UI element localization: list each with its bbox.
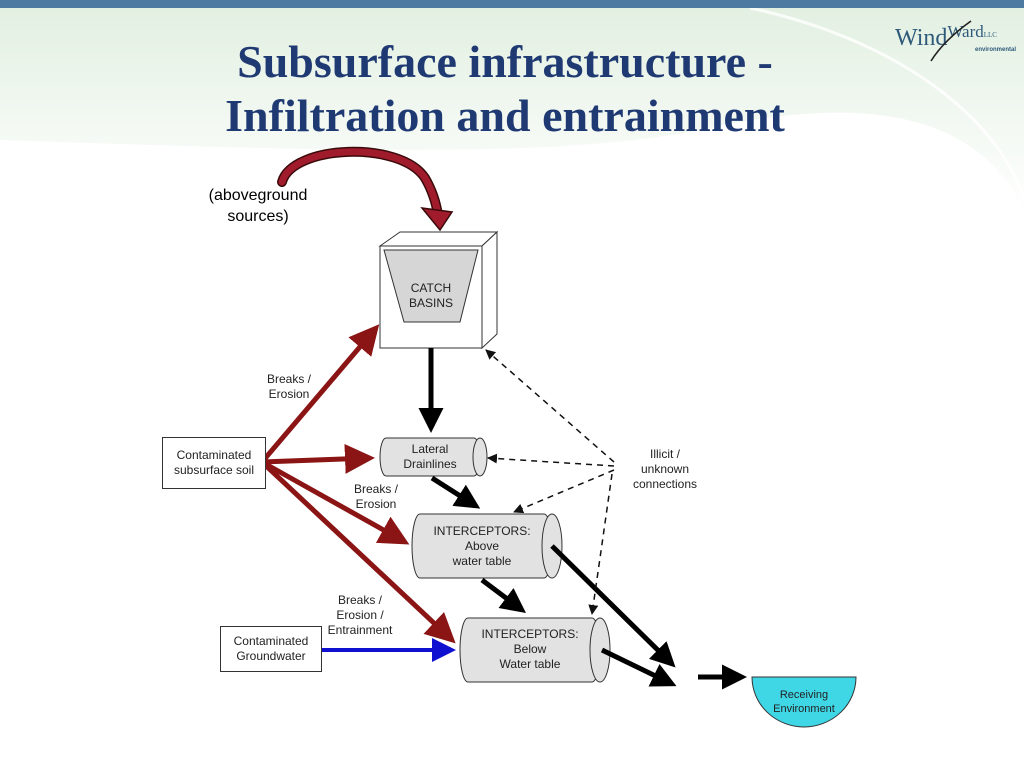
slide-title-line-1: Subsurface infrastructure - — [237, 36, 773, 87]
logo-subtitle: environmental — [975, 47, 1017, 53]
erosion-arrow-catch-basin — [260, 324, 380, 464]
interceptors-above-label: INTERCEPTORS: Above water table — [433, 524, 531, 568]
flow-arrow-above-to-below — [480, 578, 526, 613]
aboveground-inflow-arrow — [277, 146, 454, 232]
erosion-arrow-interceptor-below — [260, 460, 456, 644]
illicit-connection-arrows — [485, 349, 615, 615]
contaminated-groundwater-box: Contaminated Groundwater — [220, 626, 322, 672]
lateral-drainlines-label: Lateral Drainlines — [403, 442, 457, 471]
breaks-erosion-entrainment-label: Breaks / Erosion / Entrainment — [327, 593, 393, 637]
erosion-arrow-interceptor-above — [260, 459, 410, 545]
flow-arrow-above-to-outfall — [550, 544, 676, 668]
flow-arrows — [418, 348, 747, 690]
erosion-arrow-lateral — [261, 443, 375, 474]
breaks-erosion-label-1: Breaks / Erosion — [266, 372, 311, 401]
illicit-arrow-catch-basin — [485, 349, 615, 463]
slide-title-line-2: Infiltration and entrainment — [225, 90, 785, 141]
illicit-arrow-interceptor-above — [513, 469, 615, 514]
illicit-arrow-interceptor-below — [588, 473, 613, 615]
interceptors-below-pipe — [459, 617, 611, 683]
lateral-drainlines-pipe — [379, 437, 488, 477]
aboveground-sources-label: (aboveground sources) — [208, 187, 308, 225]
logo-word-wind: Wind — [895, 25, 948, 51]
catch-basin — [378, 230, 499, 350]
contaminated-soil-box: Contaminated subsurface soil — [162, 437, 266, 489]
windward-logo: WindWardLLC environmental — [895, 20, 1016, 62]
catch-basins-label: CATCH BASINS — [408, 281, 453, 310]
logo-word-ward: Ward — [947, 22, 984, 41]
logo-swoosh-icon — [930, 20, 972, 62]
illicit-arrow-lateral — [487, 453, 615, 467]
top-accent-bar — [0, 0, 1024, 8]
illicit-connections-label: Illicit / unknown connections — [632, 447, 698, 491]
receiving-environment-label: Receiving Environment — [773, 689, 835, 715]
logo-llc: LLC — [983, 31, 997, 39]
breaks-erosion-label-2: Breaks / Erosion — [353, 482, 398, 511]
flow-arrow-lateral-to-above — [430, 475, 481, 509]
interceptors-below-label: INTERCEPTORS: Below Water table — [481, 627, 579, 671]
erosion-arrows — [260, 324, 456, 644]
flow-arrow-below-to-outfall — [600, 647, 677, 687]
receiving-environment-basin — [751, 676, 857, 728]
